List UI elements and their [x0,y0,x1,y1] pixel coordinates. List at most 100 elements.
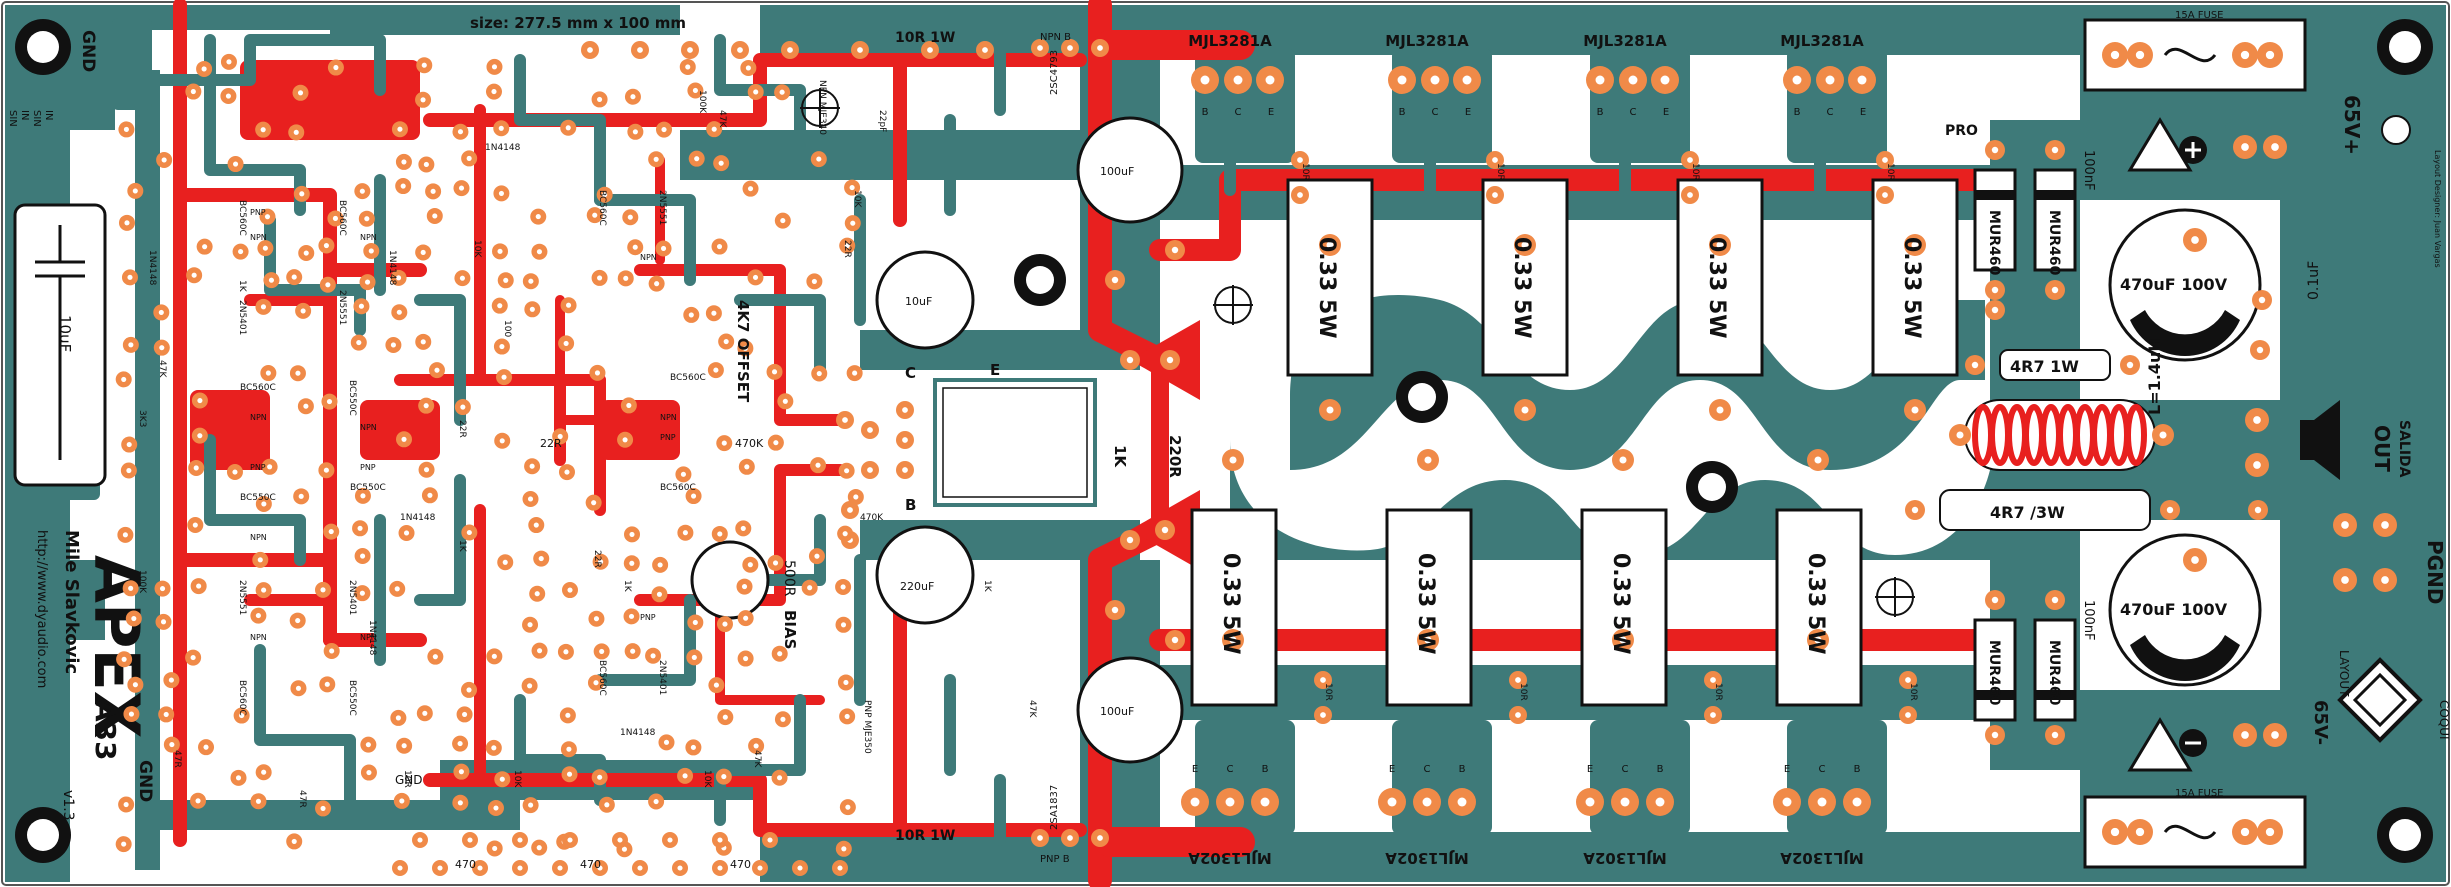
pad-hole [787,47,793,53]
pin-label: B [1854,764,1861,775]
cap100nf-bottom-label: 100nF [2081,600,2096,641]
small-component-label: 10K [472,240,482,258]
pad-hole [2051,731,2059,739]
inductor-label: L=1.4uH [2145,338,2164,415]
pad-hole [2265,827,2275,837]
layout-designer-logo [2381,115,2411,145]
pad-hole [324,681,330,687]
small-component-label: BC560C [237,680,247,716]
pad-hole [400,183,406,189]
base-resistor-label: 10R [1908,683,1918,701]
pad-hole [780,218,786,224]
pad-hole [517,837,523,843]
pad-hole [1397,75,1407,85]
pad-hole [1660,75,1670,85]
pad-hole [814,553,820,559]
pad-hole [498,190,505,196]
cap100uf-top-label: 100uF [1100,165,1134,178]
base-resistor-label: 10R [1690,163,1700,181]
pad-hole [394,586,400,592]
pad-hole [867,467,873,473]
transistor-label-top: MJL3281A [1385,32,1469,50]
pad-hole [797,865,803,871]
pad-hole [232,161,239,167]
pad-hole [2241,143,2249,151]
pad-hole [466,687,472,693]
pad-hole [1265,75,1275,85]
pad-hole [127,274,133,280]
pad-hole [366,769,372,776]
pad-hole [657,562,663,568]
pad-hole [192,522,198,528]
pad-hole [457,741,463,747]
pad-hole [2110,50,2120,60]
pad-hole [232,469,238,475]
pad-hole [1857,75,1867,85]
pad-hole [687,47,693,53]
pad-hole [2240,50,2250,60]
pad-hole [401,436,407,442]
pad-hole [840,622,847,628]
bias-label: BIAS [781,610,799,649]
small-component-label: BC560C [237,200,247,236]
pad-hole [417,837,423,843]
pad-hole [432,213,438,219]
pad-hole [358,303,364,309]
small-component-label: 47K [157,360,167,378]
pad-hole [1882,192,1888,198]
pad-hole [2258,296,2266,304]
pad-hole [2135,827,2145,837]
npn-label: NPN [250,413,267,422]
pad-hole [128,711,135,717]
pad-hole [121,656,127,662]
pad-hole [593,680,599,686]
pad-hole [688,312,694,318]
pnp-label: PNP [250,208,266,217]
pad-hole [466,155,472,161]
pad-hole [262,245,268,251]
pad-hole [744,464,750,470]
rail-capacitor-bottom [2108,533,2262,687]
pad-hole [303,250,309,256]
pad-hole [1126,356,1134,364]
small-component-label: BC560C [597,190,607,226]
cap470-top-label: 470uF 100V [2120,275,2228,294]
small-component-label: BC560C [597,660,607,696]
base-resistor-label: 10R [1518,683,1528,701]
pad-hole [396,309,402,315]
pad-hole [653,156,659,162]
model-label: A33 [89,700,122,761]
pad-hole [534,591,540,597]
emitter-resistor [1580,508,1668,707]
pad-hole [161,157,167,163]
pad-hole [902,437,908,443]
pad-hole [457,129,464,135]
pad-hole [527,683,533,689]
small-component-label: 1N4148 [387,250,397,286]
pad-hole [1991,146,1999,154]
pin-label: C [1622,764,1629,775]
small-component-label: 470K [860,513,884,523]
pad-hole [264,214,271,220]
pad-hole [295,685,302,691]
pad-hole [299,191,305,197]
pad-hole [1852,797,1862,807]
pad-hole [226,59,232,65]
emitter-resistor [1676,178,1764,377]
pad-hole [528,802,534,808]
pad-hole [267,464,273,470]
pad-hole [1687,192,1693,198]
pad-hole [497,303,503,309]
pad-hole [168,677,174,683]
pad-hole [503,277,509,283]
plus65v-label: 65V+ [2340,95,2364,155]
pin-label: C [1424,764,1431,775]
pad-hole [493,805,499,811]
pad-hole [1171,636,1179,644]
pad-hole [1814,636,1822,644]
q2sa-label: 2SA1837 [1049,785,1060,830]
pad-hole [325,282,331,288]
pad-hole [1710,712,1716,718]
pad-hole [1457,797,1467,807]
layout-designer-label: Layout Designer: Juan Vargas [2433,150,2442,268]
